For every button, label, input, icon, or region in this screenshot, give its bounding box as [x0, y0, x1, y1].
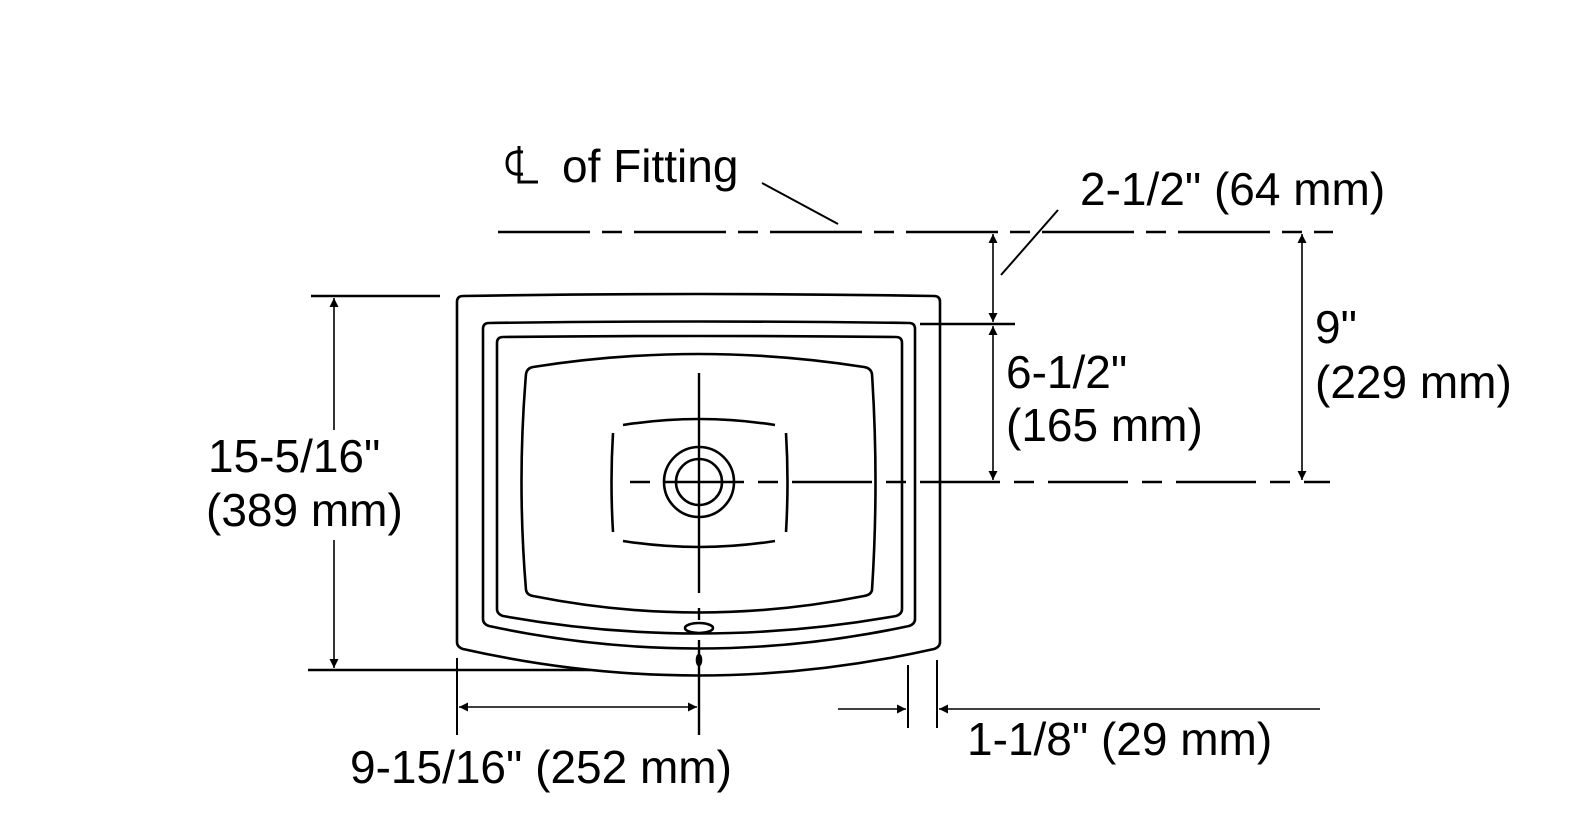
centerline-label: of Fitting — [562, 140, 738, 192]
sink-outer-rim — [455, 292, 942, 677]
dim-overall-depth-mm: (389 mm) — [206, 484, 403, 536]
centerline-symbol — [505, 146, 538, 184]
dim-fitting-offset-label: 2-1/2" (64 mm) — [1080, 163, 1385, 215]
dim-fitting-to-drain-in: 9" — [1315, 301, 1357, 353]
sink-second-rim — [481, 320, 917, 650]
basin-inner-right — [784, 432, 789, 533]
dim-deck-to-drain-mm: (165 mm) — [1006, 399, 1203, 451]
sink-third-rim — [495, 334, 904, 635]
sink-basin — [520, 352, 877, 614]
dim-2-1-2-leader — [1000, 209, 1059, 276]
dim-fitting-to-drain-mm: (229 mm) — [1315, 356, 1512, 408]
dim-half-width-label: 9-15/16" (252 mm) — [350, 741, 732, 793]
centerline-leader — [761, 182, 839, 225]
overflow-hole — [683, 621, 715, 635]
rim-extension-lines — [907, 660, 938, 728]
dim-overall-depth-in: 15-5/16" — [208, 430, 380, 482]
dim-deck-to-drain-in: 6-1/2" — [1006, 346, 1127, 398]
basin-inner-left — [610, 432, 615, 533]
dim-rim-width-label: 1-1/8" (29 mm) — [967, 713, 1272, 765]
